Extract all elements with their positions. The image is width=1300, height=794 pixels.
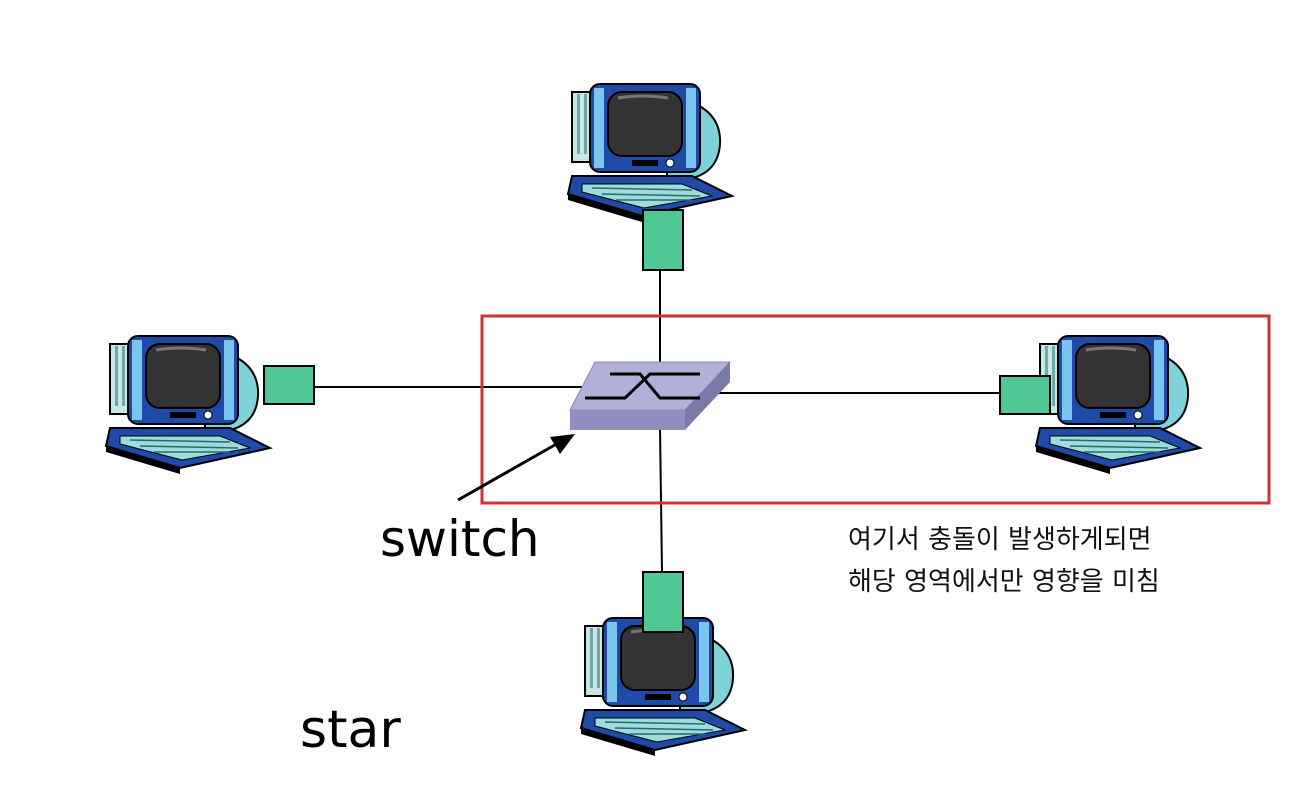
arrow-icon <box>457 434 575 502</box>
computer-icon <box>1034 334 1202 476</box>
link-bottom <box>659 427 663 573</box>
network-adapter-icon <box>999 375 1051 415</box>
annotation-line-1: 여기서 충돌이 발생하게되면 <box>848 525 1152 555</box>
network-adapter-icon <box>642 571 684 633</box>
collision-domain-box <box>480 314 1271 505</box>
network-adapter-icon <box>263 365 315 405</box>
collision-annotation: 여기서 충돌이 발생하게되면 해당 영역에서만 영향을 미침 <box>848 519 1160 603</box>
computer-icon <box>104 334 272 476</box>
switch-icon <box>569 361 732 430</box>
topology-label: star <box>300 700 401 760</box>
network-adapter-icon <box>642 209 684 271</box>
annotation-line-2: 해당 영역에서만 영향을 미침 <box>848 567 1160 597</box>
computer-icon <box>579 616 747 758</box>
computer-icon <box>566 82 734 224</box>
switch-label: switch <box>380 510 540 568</box>
